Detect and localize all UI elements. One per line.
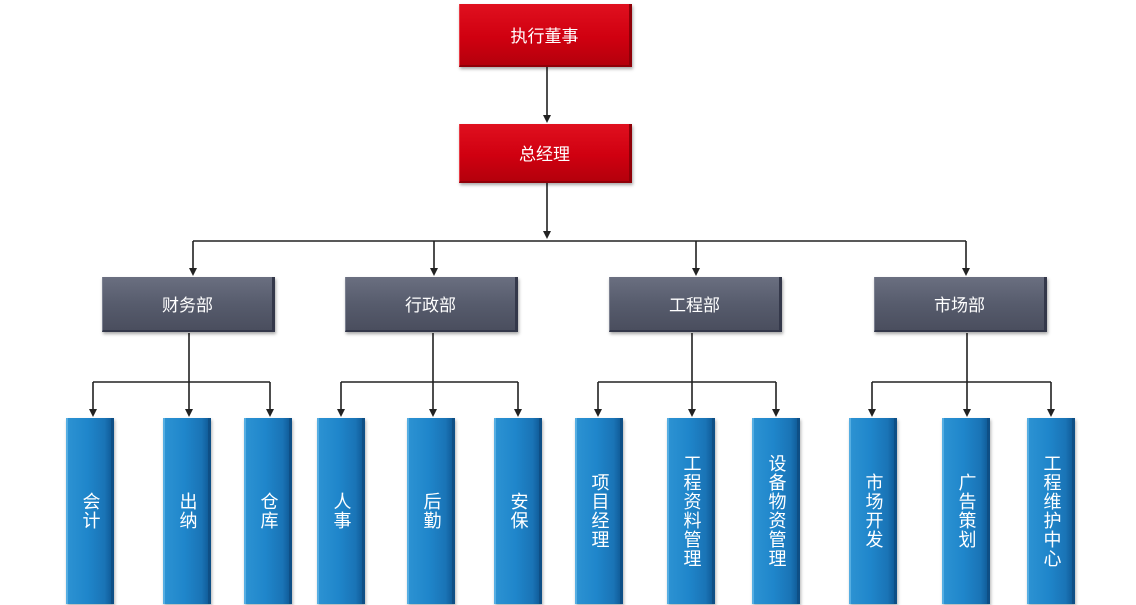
department-label-finance: 财务部 xyxy=(162,296,213,316)
general-manager-box: 总经理 xyxy=(459,124,632,183)
general-manager-label: 总经理 xyxy=(519,145,570,165)
unit-label-equipment-materials: 设备物资管理 xyxy=(765,454,787,568)
department-label-admin: 行政部 xyxy=(405,296,456,316)
unit-label-engineering-documents: 工程资料管理 xyxy=(680,454,702,568)
unit-box-maintenance-center: 工程维护中心 xyxy=(1027,418,1075,604)
unit-box-advertising: 广告策划 xyxy=(942,418,990,604)
unit-box-security: 安保 xyxy=(494,418,542,604)
unit-box-project-manager: 项目经理 xyxy=(575,418,623,604)
unit-box-personnel: 人事 xyxy=(317,418,365,604)
unit-box-cashier: 出纳 xyxy=(163,418,211,604)
unit-box-market-development: 市场开发 xyxy=(849,418,897,604)
unit-label-security: 安保 xyxy=(507,492,529,530)
unit-box-accounting: 会计 xyxy=(66,418,114,604)
department-box-marketing: 市场部 xyxy=(874,277,1047,332)
unit-box-engineering-documents: 工程资料管理 xyxy=(667,418,715,604)
unit-label-accounting: 会计 xyxy=(79,492,101,530)
unit-box-equipment-materials: 设备物资管理 xyxy=(752,418,800,604)
unit-label-personnel: 人事 xyxy=(330,492,352,530)
department-label-engineering: 工程部 xyxy=(669,296,720,316)
unit-box-warehouse: 仓库 xyxy=(244,418,292,604)
unit-label-warehouse: 仓库 xyxy=(257,492,279,530)
unit-label-maintenance-center: 工程维护中心 xyxy=(1040,454,1062,568)
department-box-engineering: 工程部 xyxy=(609,277,782,332)
unit-box-logistics: 后勤 xyxy=(407,418,455,604)
unit-label-project-manager: 项目经理 xyxy=(588,473,610,549)
unit-label-cashier: 出纳 xyxy=(176,492,198,530)
unit-label-market-development: 市场开发 xyxy=(862,473,884,549)
department-label-marketing: 市场部 xyxy=(934,296,985,316)
unit-label-logistics: 后勤 xyxy=(420,492,442,530)
department-box-finance: 财务部 xyxy=(102,277,275,332)
executive-director-box: 执行董事 xyxy=(459,4,632,67)
unit-label-advertising: 广告策划 xyxy=(955,473,977,549)
department-box-admin: 行政部 xyxy=(345,277,518,332)
executive-director-label: 执行董事 xyxy=(510,27,579,47)
